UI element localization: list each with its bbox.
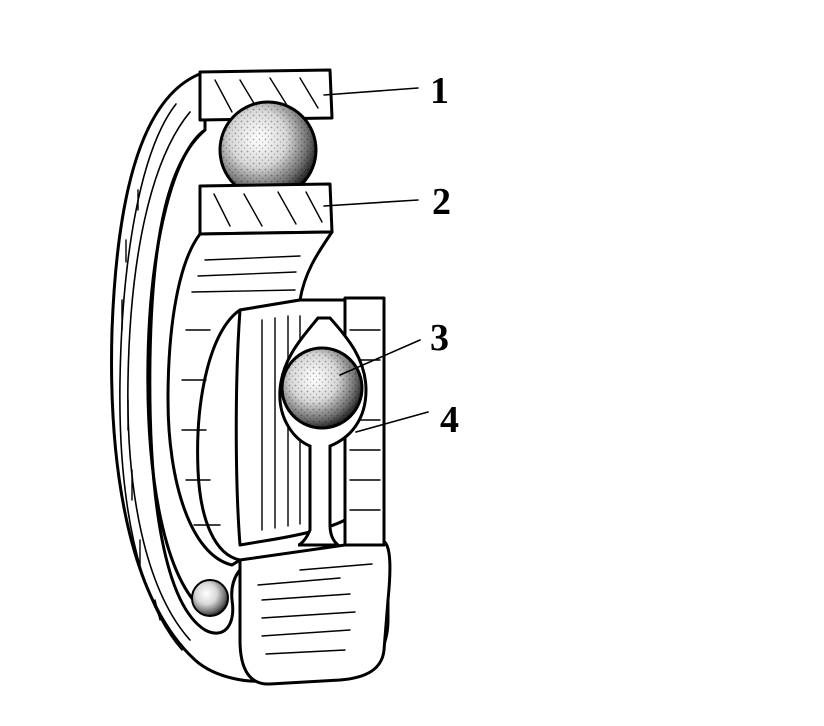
outer-ring-hatching [121,189,161,621]
leader-line-4 [355,411,429,433]
callout-label-4: 4 [440,399,459,441]
outer-ring-face-hatching [257,563,373,655]
callout-labels: 1 2 3 4 [430,70,459,441]
callout-label-2: 2 [432,181,451,223]
top-ball [218,100,318,200]
leader-line-3 [339,339,421,376]
inner-ring-section [198,182,334,236]
hidden-ball [191,579,229,617]
callout-label-1: 1 [430,70,449,112]
leader-line-2 [323,199,419,207]
lower-ball [280,346,364,430]
leader-lines [323,87,429,433]
leader-line-1 [323,87,419,96]
inner-ring-body-hatching [181,255,301,526]
outer-ring [110,70,392,686]
callout-label-3: 3 [430,317,449,359]
